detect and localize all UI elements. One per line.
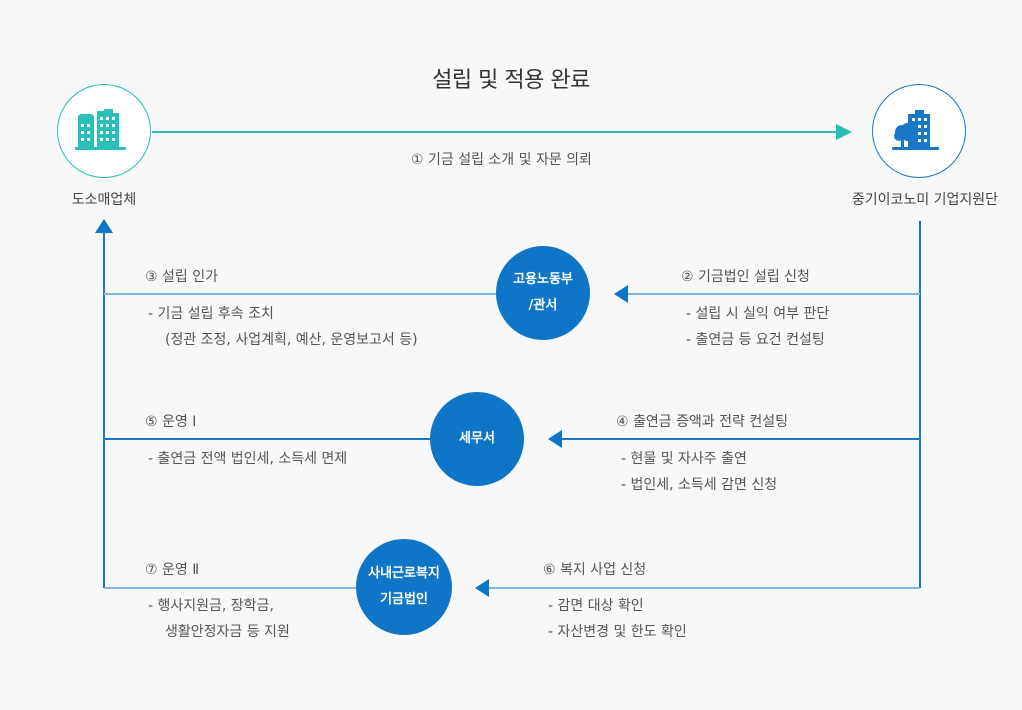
right-connector-line bbox=[919, 221, 921, 588]
step-1-label: ① 기금 설립 소개 및 자문 의뢰 bbox=[411, 152, 592, 168]
hub-labor-line1: 고용노동부 bbox=[513, 272, 573, 287]
step-7-line bbox=[104, 587, 364, 589]
hub-tax-office: 세무서 bbox=[430, 392, 524, 486]
node-retailer bbox=[57, 84, 151, 178]
step-3-bullet: (정관 조정, 사업계획, 예산, 운영보고서 등) bbox=[165, 332, 418, 348]
step-4-bullet: - 현물 및 자사주 출연 bbox=[621, 451, 747, 467]
step-4-label: ④ 출연금 증액과 전략 컨설팅 bbox=[616, 414, 789, 430]
hub-welfare-fund: 사내근로복지 기금법인 bbox=[356, 539, 452, 635]
step-5-line bbox=[104, 438, 434, 440]
step-7-bullet: - 행사지원금, 장학금, bbox=[148, 598, 274, 614]
left-connector-line bbox=[103, 232, 105, 588]
arrow-head-left-icon bbox=[475, 579, 489, 597]
building-tree-icon bbox=[891, 109, 939, 150]
step-6-label: ⑥ 복지 사업 신청 bbox=[543, 562, 647, 578]
step-7-label: ⑦ 운영 Ⅱ bbox=[145, 562, 200, 578]
step-6-bullet: - 감면 대상 확인 bbox=[548, 598, 644, 614]
arrow-head-up-icon bbox=[95, 219, 113, 233]
step-6-line bbox=[488, 587, 920, 589]
hub-labor-ministry: 고용노동부 /관서 bbox=[496, 246, 590, 340]
arrow-line-step1 bbox=[152, 131, 840, 133]
hub-fund-line2: 기금법인 bbox=[380, 592, 428, 607]
step-7-bullet: 생활안정자금 등 지원 bbox=[165, 624, 290, 640]
step-2-bullet: - 출연금 등 요건 컨설팅 bbox=[686, 332, 825, 348]
step-2-label: ② 기금법인 설립 신청 bbox=[681, 269, 810, 285]
hub-labor-line2: /관서 bbox=[528, 298, 558, 313]
step-2-line bbox=[628, 293, 920, 295]
step-5-label: ⑤ 운영 Ⅰ bbox=[145, 414, 197, 430]
arrow-head-left-icon bbox=[614, 285, 628, 303]
step-6-bullet: - 자산변경 및 한도 확인 bbox=[548, 624, 687, 640]
diagram-title: 설립 및 적용 완료 bbox=[432, 68, 590, 93]
step-4-line bbox=[562, 438, 920, 440]
step-3-label: ③ 설립 인가 bbox=[145, 269, 218, 285]
step-2-bullet: - 설립 시 실익 여부 판단 bbox=[686, 306, 830, 322]
hub-tax-line1: 세무서 bbox=[459, 431, 495, 446]
node-retailer-label: 도소매업체 bbox=[71, 192, 137, 208]
node-support-center-label: 중기이코노미 기업지원단 bbox=[851, 192, 999, 208]
buildings-icon bbox=[74, 108, 126, 150]
step-3-bullet: - 기금 설립 후속 조치 bbox=[148, 306, 274, 322]
step-3-line bbox=[104, 293, 500, 295]
node-support-center bbox=[872, 84, 966, 178]
step-4-bullet: - 법인세, 소득세 감면 신청 bbox=[621, 477, 778, 493]
arrow-head-right-icon bbox=[836, 124, 852, 140]
arrow-head-left-icon bbox=[548, 430, 562, 448]
hub-fund-line1: 사내근로복지 bbox=[368, 566, 440, 581]
step-5-bullet: - 출연금 전액 법인세, 소득세 면제 bbox=[148, 451, 348, 467]
